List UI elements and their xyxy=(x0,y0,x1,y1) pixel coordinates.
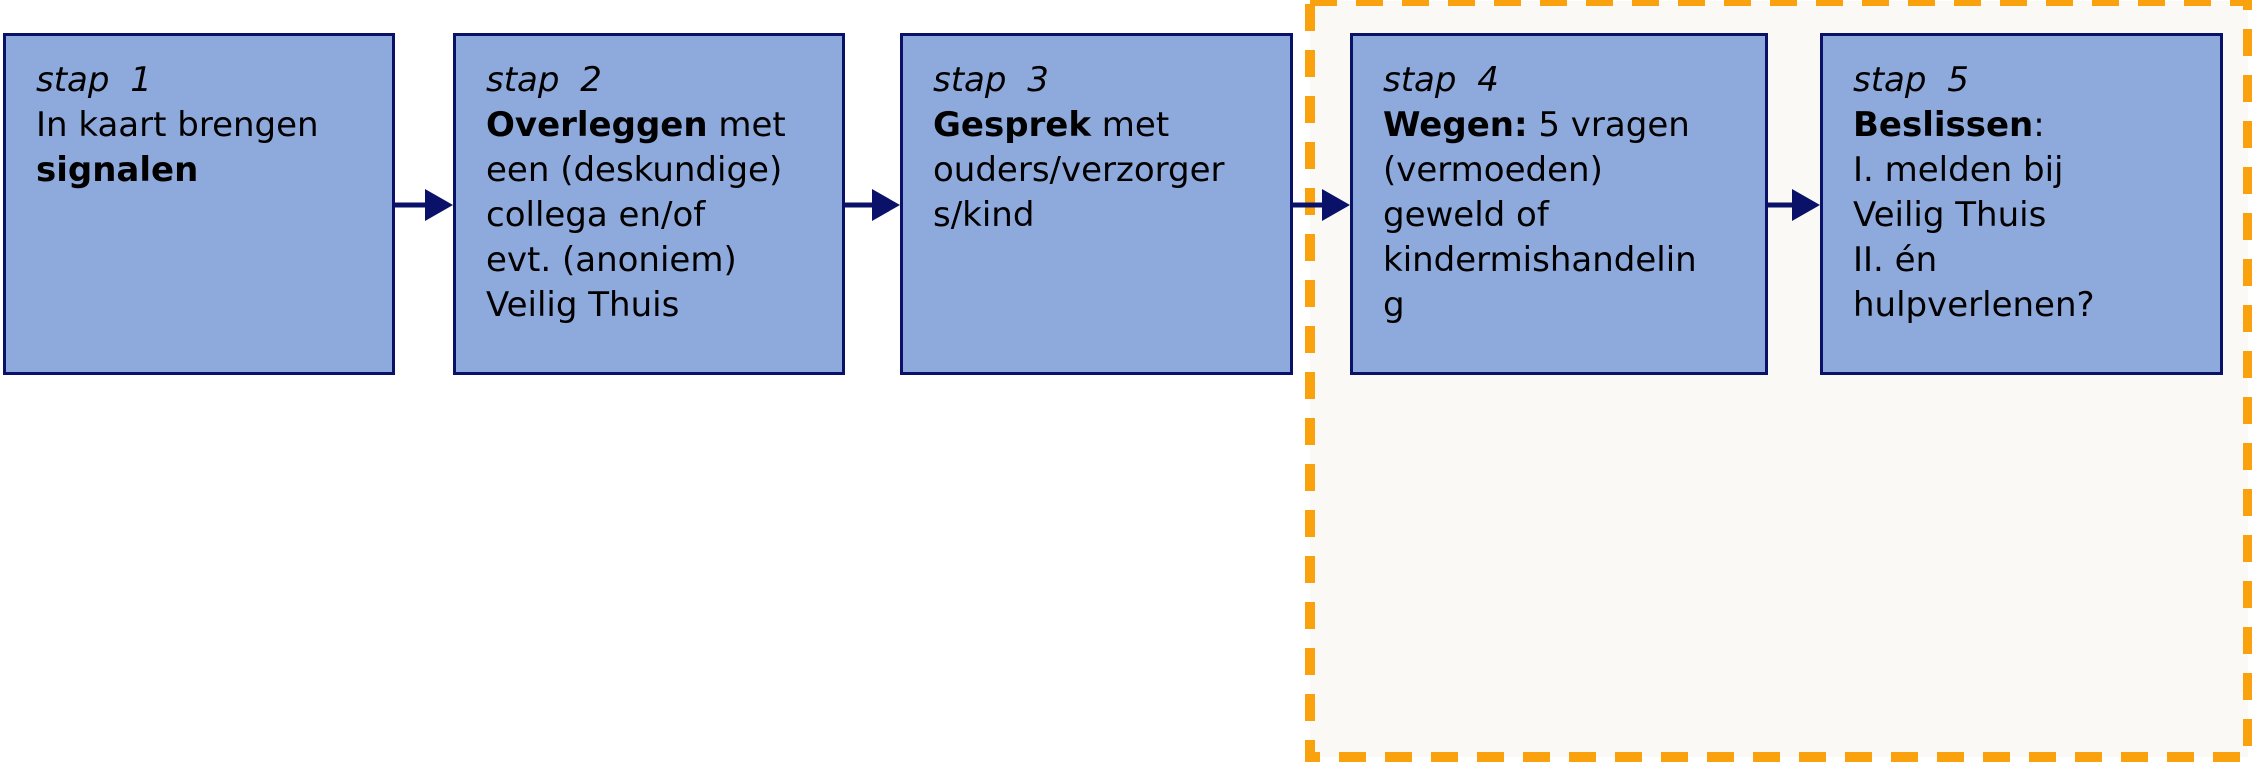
step-2-line-5: Veilig Thuis xyxy=(486,283,836,328)
flow-arrow-icon-1-2 xyxy=(393,189,453,221)
step-box-3: stap 3 Gesprek met ouders/verzorger s/ki… xyxy=(900,33,1293,375)
step-2-line-3: collega en/of xyxy=(486,193,836,238)
text-segment: g xyxy=(1383,285,1405,325)
text-segment: kindermishandelin xyxy=(1383,240,1697,280)
step-3-line-1: Gesprek met xyxy=(933,103,1284,148)
text-segment: Veilig Thuis xyxy=(1853,195,2047,235)
text-segment: evt. (anoniem) xyxy=(486,240,737,280)
text-segment: 5 vragen xyxy=(1527,105,1690,145)
step-3-title: stap 3 xyxy=(933,60,1049,100)
text-segment-bold: Beslissen xyxy=(1853,105,2034,145)
step-1-line-2: signalen xyxy=(36,148,386,193)
step-5-line-4: II. én xyxy=(1853,238,2214,283)
flow-arrow-icon-3-4 xyxy=(1293,189,1350,221)
step-1-line-1: In kaart brengen xyxy=(36,103,386,148)
flow-arrow-icon-4-5 xyxy=(1766,189,1820,221)
text-segment-bold: Wegen: xyxy=(1383,105,1528,145)
step-2-title: stap 2 xyxy=(486,60,602,100)
text-segment-bold: signalen xyxy=(36,150,199,190)
step-box-2: stap 2 Overleggen met een (deskundige) c… xyxy=(453,33,845,375)
text-segment: ouders/verzorger xyxy=(933,150,1225,190)
step-2-line-1: Overleggen met xyxy=(486,103,836,148)
step-2-line-4: evt. (anoniem) xyxy=(486,238,836,283)
text-segment: II. én xyxy=(1853,240,1938,280)
text-segment: een (deskundige) xyxy=(486,150,783,190)
step-box-4: stap 4 Wegen: 5 vragen (vermoeden) gewel… xyxy=(1350,33,1768,375)
text-segment: hulpverlenen? xyxy=(1853,285,2095,325)
step-5-line-5: hulpverlenen? xyxy=(1853,283,2214,328)
step-4-line-2: (vermoeden) xyxy=(1383,148,1759,193)
step-1-title: stap 1 xyxy=(36,60,152,100)
step-2-line-2: een (deskundige) xyxy=(486,148,836,193)
step-3-line-2: ouders/verzorger xyxy=(933,148,1284,193)
text-segment: I. melden bij xyxy=(1853,150,2064,190)
text-segment: geweld of xyxy=(1383,195,1549,235)
step-5-line-1: Beslissen: xyxy=(1853,103,2214,148)
step-5-line-2: I. melden bij xyxy=(1853,148,2214,193)
text-segment-bold: Gesprek xyxy=(933,105,1091,145)
step-5-line-3: Veilig Thuis xyxy=(1853,193,2214,238)
text-segment: s/kind xyxy=(933,195,1035,235)
text-segment: : xyxy=(2033,105,2045,145)
step-box-5: stap 5 Beslissen: I. melden bij Veilig T… xyxy=(1820,33,2223,375)
step-4-title: stap 4 xyxy=(1383,60,1499,100)
step-box-1: stap 1 In kaart brengen signalen xyxy=(3,33,395,375)
text-segment: (vermoeden) xyxy=(1383,150,1603,190)
text-segment: met xyxy=(1090,105,1170,145)
text-segment: Veilig Thuis xyxy=(486,285,680,325)
step-4-line-1: Wegen: 5 vragen xyxy=(1383,103,1759,148)
step-3-line-3: s/kind xyxy=(933,193,1284,238)
step-4-line-5: g xyxy=(1383,283,1759,328)
step-4-line-3: geweld of xyxy=(1383,193,1759,238)
flow-arrow-icon-2-3 xyxy=(845,189,900,221)
step-5-title: stap 5 xyxy=(1853,60,1969,100)
text-segment: collega en/of xyxy=(486,195,706,235)
text-segment: In kaart brengen xyxy=(36,105,319,145)
step-4-line-4: kindermishandelin xyxy=(1383,238,1759,283)
text-segment-bold: Overleggen xyxy=(486,105,708,145)
text-segment: met xyxy=(707,105,786,145)
